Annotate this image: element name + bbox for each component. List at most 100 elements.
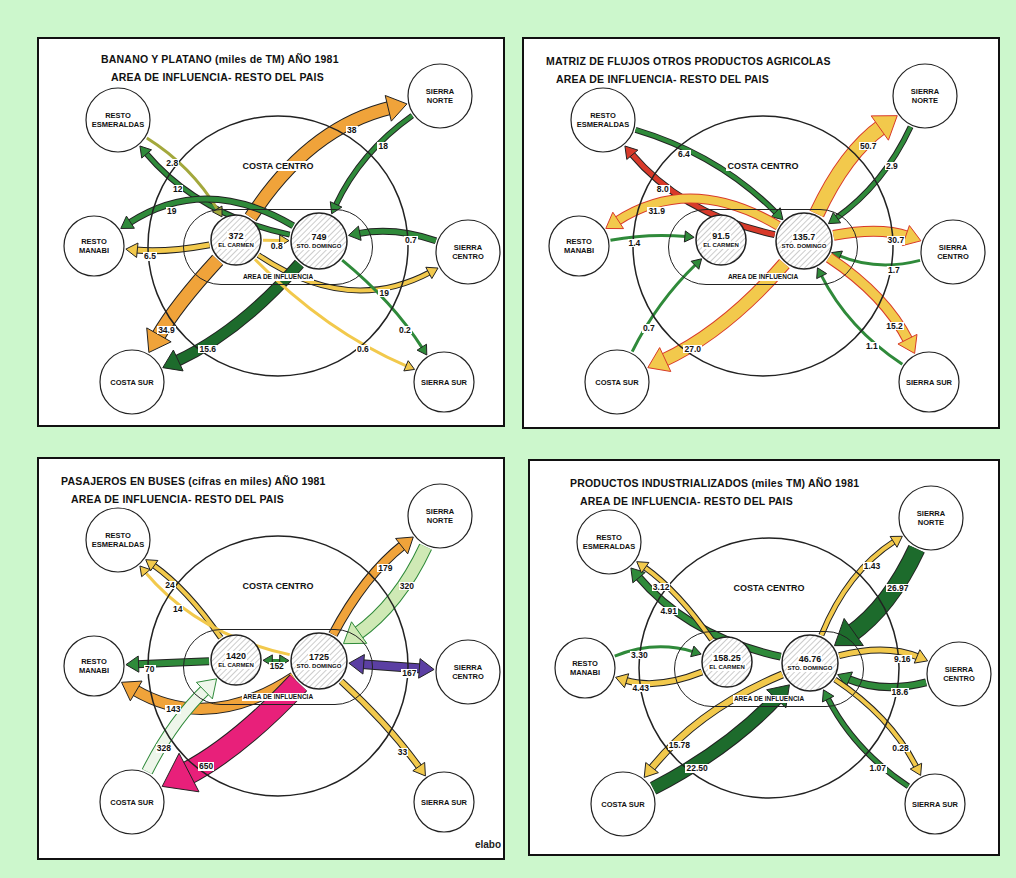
label-anchor: 320 — [399, 576, 415, 592]
flow-total: 91.5 — [711, 231, 731, 242]
region-node: SIERRA NORTE — [892, 63, 958, 129]
region-node: COSTA SUR — [99, 349, 165, 415]
region-circle — [100, 770, 164, 834]
region-node: SIERRA NORTE — [407, 483, 473, 549]
region-name: RESTO ESMERALDAS — [583, 533, 636, 551]
region-label-holder: COSTA CENTRO — [147, 575, 409, 593]
flow-band — [157, 260, 217, 338]
panel-title: MATRIZ DE FLUJOS OTROS PRODUCTOS AGRICOL… — [546, 51, 831, 87]
flow-value: 0.7 — [642, 324, 656, 333]
label-anchor: 0.7 — [642, 318, 656, 334]
flow-value: 179 — [377, 564, 393, 573]
flow-value: 1.07 — [869, 764, 888, 773]
region-node: SIERRA SUR — [898, 351, 960, 413]
region-name: COSTA SUR — [595, 378, 638, 387]
label-anchor: 18.6 — [891, 682, 910, 698]
arrow-head — [910, 763, 921, 775]
region-name: SIERRA CENTRO — [442, 243, 495, 261]
area-label: AREA DE INFLUENCIA — [242, 693, 314, 701]
flow-arrow — [822, 690, 908, 786]
flow-band-outline — [644, 567, 712, 640]
label-anchor: 22.50 — [685, 758, 708, 774]
region-name: RESTO MANABI — [554, 237, 604, 255]
flow-value: 18 — [377, 142, 388, 151]
hatched-circle — [702, 637, 752, 687]
hatched-circle — [211, 635, 261, 685]
flow-value: 19 — [378, 289, 389, 298]
chart-subtitle: AREA DE INFLUENCIA- RESTO DEL PAIS — [580, 495, 793, 508]
circle-text-area: RESTO ESMERALDAS — [576, 509, 642, 575]
region-node: COSTA SUR — [590, 771, 656, 837]
label-anchor: 30.7 — [887, 230, 906, 246]
flow-band — [136, 245, 210, 251]
chart-subtitle: AREA DE INFLUENCIA- RESTO DEL PAIS — [111, 71, 324, 84]
arrow-head — [625, 146, 638, 159]
region-node: SIERRA NORTE — [407, 63, 473, 129]
region-name: SIERRA SUR — [912, 800, 958, 809]
panel-title: BANANO Y PLATANO (miles de TM) AÑO 1981A… — [101, 49, 339, 85]
label-anchor: 38 — [346, 120, 357, 136]
circle-text-area: RESTO ESMERALDAS — [85, 507, 151, 573]
flow-arrow — [341, 681, 425, 776]
label-anchor: 4.91 — [659, 601, 678, 617]
label-anchor: 9.16 — [893, 649, 912, 665]
flow-value: 22.50 — [685, 764, 708, 773]
hatched-circle — [776, 213, 832, 269]
region-name: RESTO ESMERALDAS — [577, 111, 630, 129]
influence-area: AREA DE INFLUENCIA158.25EL CARMEN46.76ST… — [674, 631, 864, 707]
region-node: RESTO MANABI — [63, 215, 125, 277]
flow-value: 38 — [346, 126, 357, 135]
flow-band-outline — [357, 547, 426, 634]
flow-band — [335, 116, 412, 206]
region-node: RESTO ESMERALDAS — [570, 87, 636, 153]
region-name: RESTO ESMERALDAS — [92, 111, 145, 129]
region-circle — [591, 772, 655, 836]
label-anchor: 2.9 — [885, 156, 899, 172]
arrow-head — [196, 679, 216, 699]
label-anchor: 152 — [269, 656, 285, 672]
label-anchor: 27.0 — [683, 339, 702, 355]
flow-value: 1.7 — [887, 266, 901, 275]
circle-text-area: SIERRA CENTRO — [435, 219, 501, 285]
circle-text-area: SIERRA CENTRO — [926, 641, 992, 707]
label-anchor: 1.4 — [628, 233, 642, 249]
flow-arrow — [631, 568, 781, 657]
flow-arrow — [829, 258, 917, 354]
arrow-head — [348, 226, 361, 240]
flow-band-outline — [358, 231, 436, 241]
circle-text-area: RESTO MANABI — [63, 635, 125, 697]
arrow-head — [914, 650, 927, 663]
panel-frame: BANANO Y PLATANO (miles de TM) AÑO 1981A… — [37, 37, 505, 427]
region-name: SIERRA CENTRO — [442, 663, 495, 681]
flow-arrow — [838, 672, 926, 687]
chart-title: PASAJEROS EN BUSES (cifras en miles) AÑO… — [61, 475, 326, 488]
label-anchor: 12 — [172, 179, 183, 195]
flow-value: 2.9 — [885, 162, 899, 171]
flow-arrow — [140, 566, 290, 655]
panel-title: PASAJEROS EN BUSES (cifras en miles) AÑO… — [61, 471, 326, 507]
flow-arrow — [121, 199, 293, 229]
arrow-head — [834, 618, 863, 645]
flow-arrow — [147, 679, 216, 772]
label-anchor: 143 — [165, 699, 181, 715]
panel-title: PRODUCTOS INDUSTRIALIZADOS (miles TM) AÑ… — [570, 473, 859, 509]
circle-text-area: COSTA SUR — [584, 349, 650, 415]
flow-arrow — [839, 650, 928, 663]
place-name: STO. DOMINGO — [781, 243, 828, 250]
region-name: SIERRA NORTE — [414, 87, 467, 105]
flow-value: 167 — [401, 669, 417, 678]
flow-band-outline — [829, 258, 909, 342]
region-outline — [638, 537, 900, 799]
arrow-head — [637, 562, 649, 573]
circle-text-area: 91.5EL CARMEN — [695, 214, 747, 266]
city-circle: 749STO. DOMINGO — [290, 212, 348, 270]
arrow-head — [404, 361, 415, 371]
flow-value: 650 — [198, 762, 214, 771]
flow-band — [851, 549, 917, 634]
region-node: SIERRA CENTRO — [435, 219, 501, 285]
arrow-head — [817, 268, 827, 279]
region-node: SIERRA SUR — [413, 771, 475, 833]
flow-value: 4.43 — [632, 684, 651, 693]
